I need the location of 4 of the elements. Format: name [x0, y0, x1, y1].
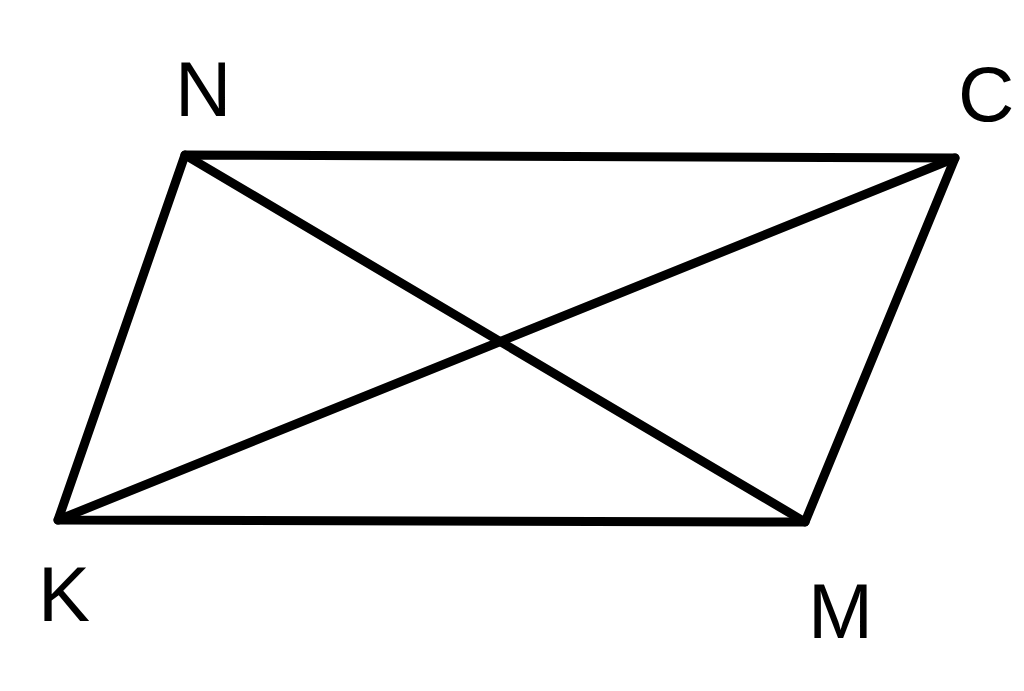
- vertex-label: N: [175, 50, 232, 128]
- vertex-label: M: [808, 572, 873, 650]
- vertex-label: K: [38, 555, 91, 633]
- vertex-label: C: [958, 55, 1015, 133]
